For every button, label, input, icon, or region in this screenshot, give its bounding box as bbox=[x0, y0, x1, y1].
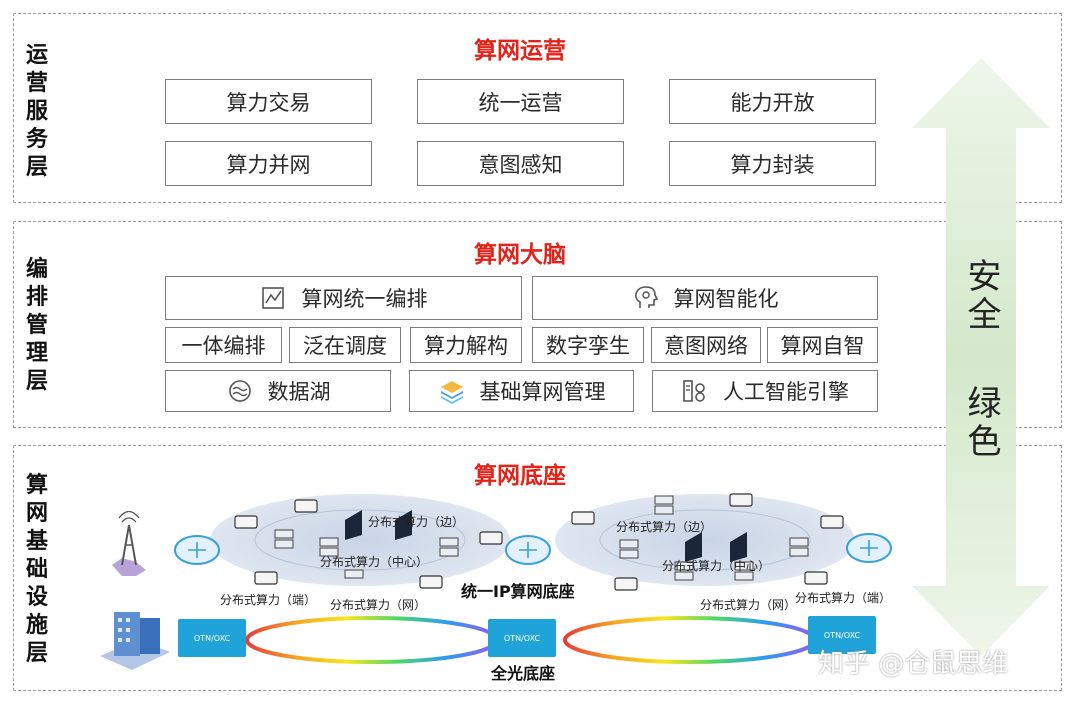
otn-node-right: OTN/OXC bbox=[808, 616, 876, 654]
optical-ring-right bbox=[563, 616, 817, 664]
brain-bottom-box-1: 数据湖 bbox=[165, 370, 391, 412]
ops-box-5: 意图感知 bbox=[417, 141, 624, 186]
operations-service-layer bbox=[13, 13, 1062, 203]
infrastructure-layer bbox=[13, 445, 1062, 691]
router-icon-left bbox=[174, 535, 220, 565]
brain-mid-box-2: 泛在调度 bbox=[289, 327, 401, 363]
data-lake-icon bbox=[228, 380, 251, 402]
infra-title: 算网底座 bbox=[474, 463, 566, 489]
ops-title: 算网运营 bbox=[474, 38, 566, 64]
ai-engine-icon bbox=[683, 380, 705, 402]
brain-mid-box-4: 数字孪生 bbox=[532, 327, 644, 363]
brain-mid-box-3: 算力解构 bbox=[410, 327, 522, 363]
label-center-right: 分布式算力（中心） bbox=[662, 559, 771, 573]
building-icon bbox=[100, 612, 170, 670]
ai-head-icon bbox=[634, 286, 658, 308]
brain-top-right-label: 算网智能化 bbox=[673, 287, 779, 311]
ops-box-2: 统一运营 bbox=[417, 79, 624, 124]
infra-network-illustration bbox=[100, 493, 892, 670]
brain-mid-box-1: 一体编排 bbox=[165, 327, 282, 363]
orchestration-management-layer bbox=[13, 221, 1062, 428]
brain-bottom-label-2: 基础算网管理 bbox=[479, 380, 606, 404]
ip-base-label: 统一IP算网底座 bbox=[461, 582, 575, 601]
label-edge-right: 分布式算力（边） bbox=[616, 520, 713, 534]
optical-ring-left bbox=[245, 616, 499, 664]
label-end-left: 分布式算力（端） bbox=[220, 593, 317, 607]
infra-layer-label: 算 网 基 础 设 施 层 bbox=[25, 473, 48, 666]
router-icon-right bbox=[846, 533, 892, 563]
label-center-left: 分布式算力（中心） bbox=[320, 555, 429, 569]
otn-node-center: OTN/OXC bbox=[488, 619, 556, 657]
ops-box-3: 能力开放 bbox=[669, 79, 876, 124]
label-net-right: 分布式算力（网） bbox=[700, 598, 797, 612]
brain-mid-box-5: 意图网络 bbox=[651, 327, 761, 363]
arrow-text-top: 安全 bbox=[961, 258, 1001, 334]
layers-icon bbox=[440, 381, 463, 404]
ops-layer-label: 运 营 服 务 层 bbox=[25, 43, 48, 180]
ops-box-6: 算力封装 bbox=[669, 141, 876, 186]
label-end-right: 分布式算力（端） bbox=[795, 591, 892, 605]
chart-edit-icon bbox=[261, 287, 284, 309]
brain-bottom-label-1: 数据湖 bbox=[267, 380, 331, 404]
arrow-text-bottom: 绿色 bbox=[961, 385, 1001, 461]
watermark: 知乎 @仓鼠思维 bbox=[818, 649, 1009, 679]
brain-layer-label: 编 排 管 理 层 bbox=[25, 257, 48, 394]
tower-icon bbox=[112, 510, 146, 576]
ops-box-1: 算力交易 bbox=[165, 79, 372, 124]
brain-mid-box-6: 算网自智 bbox=[767, 327, 878, 363]
brain-top-left-label: 算网统一编排 bbox=[301, 287, 428, 311]
brain-bottom-box-3: 人工智能引擎 bbox=[652, 370, 878, 412]
brain-bottom-box-2: 基础算网管理 bbox=[409, 370, 634, 412]
router-icon-center bbox=[505, 535, 551, 565]
brain-title: 算网大脑 bbox=[474, 242, 566, 268]
security-green-arrow bbox=[912, 58, 1050, 656]
right-cluster-disc bbox=[555, 494, 855, 586]
otn-node-left: OTN/OXC bbox=[178, 619, 246, 657]
brain-bottom-label-3: 人工智能引擎 bbox=[723, 380, 849, 404]
left-cluster-disc bbox=[210, 494, 510, 586]
ops-box-4: 算力并网 bbox=[165, 141, 372, 186]
brain-top-right-box: 算网智能化 bbox=[532, 276, 878, 320]
label-edge-left: 分布式算力（边） bbox=[368, 515, 465, 529]
optical-base-label: 全光底座 bbox=[491, 664, 556, 683]
brain-top-left-box: 算网统一编排 bbox=[165, 276, 522, 320]
label-net-left: 分布式算力（网） bbox=[330, 598, 427, 612]
